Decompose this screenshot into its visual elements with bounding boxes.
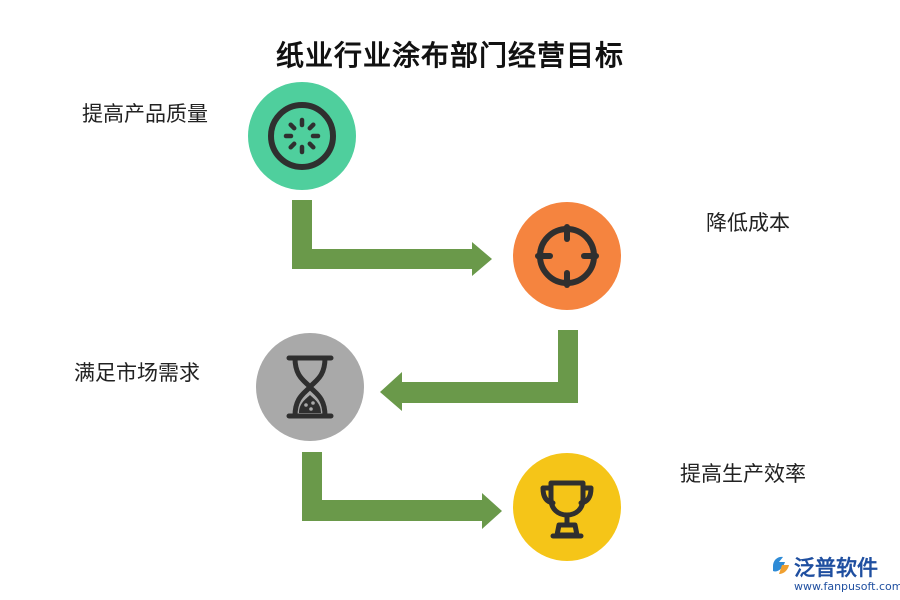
crosshair-target-icon bbox=[535, 224, 599, 288]
arrow-quality-to-cost bbox=[292, 200, 492, 276]
diagram-title: 纸业行业涂布部门经营目标 bbox=[275, 39, 624, 72]
brand-logo-icon bbox=[773, 556, 789, 574]
step-label-market: 满足市场需求 bbox=[74, 361, 200, 385]
brand-watermark: 泛普软件 www.fanpusoft.com bbox=[770, 552, 900, 596]
dial-wheel-icon bbox=[268, 102, 336, 170]
arrow-market-to-efficiency bbox=[302, 452, 502, 529]
arrow-cost-to-market bbox=[380, 330, 578, 411]
hourglass-icon bbox=[286, 355, 334, 419]
step-label-efficiency: 提高生产效率 bbox=[680, 462, 806, 486]
step-label-quality: 提高产品质量 bbox=[82, 102, 208, 126]
step-circle-cost bbox=[513, 202, 621, 310]
brand-name: 泛普软件 bbox=[794, 556, 878, 580]
step-circle-efficiency bbox=[513, 453, 621, 561]
step-circle-quality bbox=[248, 82, 356, 190]
trophy-icon bbox=[540, 480, 594, 539]
step-circle-market bbox=[256, 333, 364, 441]
brand-url: www.fanpusoft.com bbox=[794, 580, 900, 593]
step-label-cost: 降低成本 bbox=[706, 211, 790, 235]
